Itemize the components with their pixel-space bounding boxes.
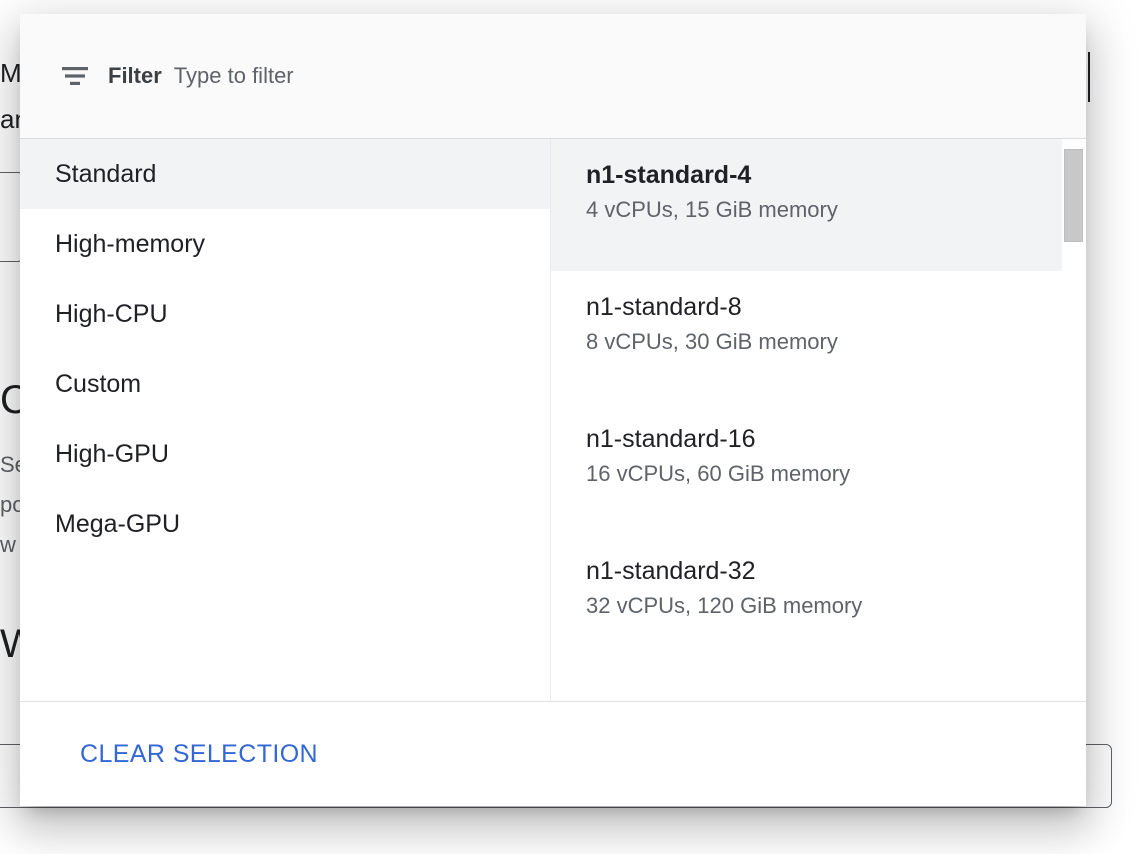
category-item-high-cpu[interactable]: High-CPU [20, 279, 550, 349]
machine-type-description: 8 vCPUs, 30 GiB memory [586, 329, 838, 354]
machine-type-scrollbar[interactable] [1062, 139, 1086, 701]
machine-type-description: 4 vCPUs, 15 GiB memory [586, 197, 838, 222]
machine-type-list-wrapper: n1-standard-4 4 vCPUs, 15 GiB memory n1-… [551, 139, 1086, 701]
category-label: High-GPU [55, 439, 169, 468]
category-label: Custom [55, 369, 142, 398]
background-text-fragment: M [0, 58, 22, 88]
category-item-high-gpu[interactable]: High-GPU [20, 419, 550, 489]
filter-input[interactable]: Type to filter [173, 63, 294, 88]
category-item-high-memory[interactable]: High-memory [20, 209, 550, 279]
machine-type-item[interactable]: n1-standard-4 4 vCPUs, 15 GiB memory [551, 139, 1062, 271]
category-list: Standard High-memory High-CPU Custom Hig… [20, 139, 551, 701]
filter-list-icon [62, 67, 88, 85]
machine-type-item[interactable]: n1-standard-32 32 vCPUs, 120 GiB memory [551, 535, 1062, 667]
category-label: Standard [55, 159, 157, 188]
machine-type-name: n1-standard-4 [586, 161, 752, 189]
filter-label: Filter [108, 63, 162, 88]
machine-type-description: 16 vCPUs, 60 GiB memory [586, 461, 851, 486]
category-label: High-CPU [55, 299, 168, 328]
machine-type-list: n1-standard-4 4 vCPUs, 15 GiB memory n1-… [551, 139, 1086, 701]
machine-type-description: 32 vCPUs, 120 GiB memory [586, 593, 863, 618]
background-caret [1088, 52, 1090, 102]
machine-type-name: n1-standard-8 [586, 293, 742, 321]
scrollbar-thumb[interactable] [1064, 149, 1083, 242]
category-item-mega-gpu[interactable]: Mega-GPU [20, 489, 550, 559]
category-item-standard[interactable]: Standard [20, 139, 550, 209]
machine-type-item[interactable]: n1-standard-8 8 vCPUs, 30 GiB memory [551, 271, 1062, 403]
machine-type-picker-dialog: Filter Type to filter Standard High-memo… [20, 14, 1086, 806]
category-label: Mega-GPU [55, 509, 181, 538]
background-text-fragment: w [0, 532, 16, 557]
machine-type-name: n1-standard-16 [586, 425, 756, 453]
filter-bar[interactable]: Filter Type to filter [20, 14, 1086, 139]
picker-body: Standard High-memory High-CPU Custom Hig… [20, 139, 1086, 701]
machine-type-name: n1-standard-32 [586, 557, 756, 585]
machine-type-item[interactable]: n1-standard-16 16 vCPUs, 60 GiB memory [551, 403, 1062, 535]
picker-footer: CLEAR SELECTION [20, 701, 1086, 806]
clear-selection-button[interactable]: CLEAR SELECTION [80, 739, 319, 768]
category-item-custom[interactable]: Custom [20, 349, 550, 419]
category-label: High-memory [55, 229, 206, 258]
